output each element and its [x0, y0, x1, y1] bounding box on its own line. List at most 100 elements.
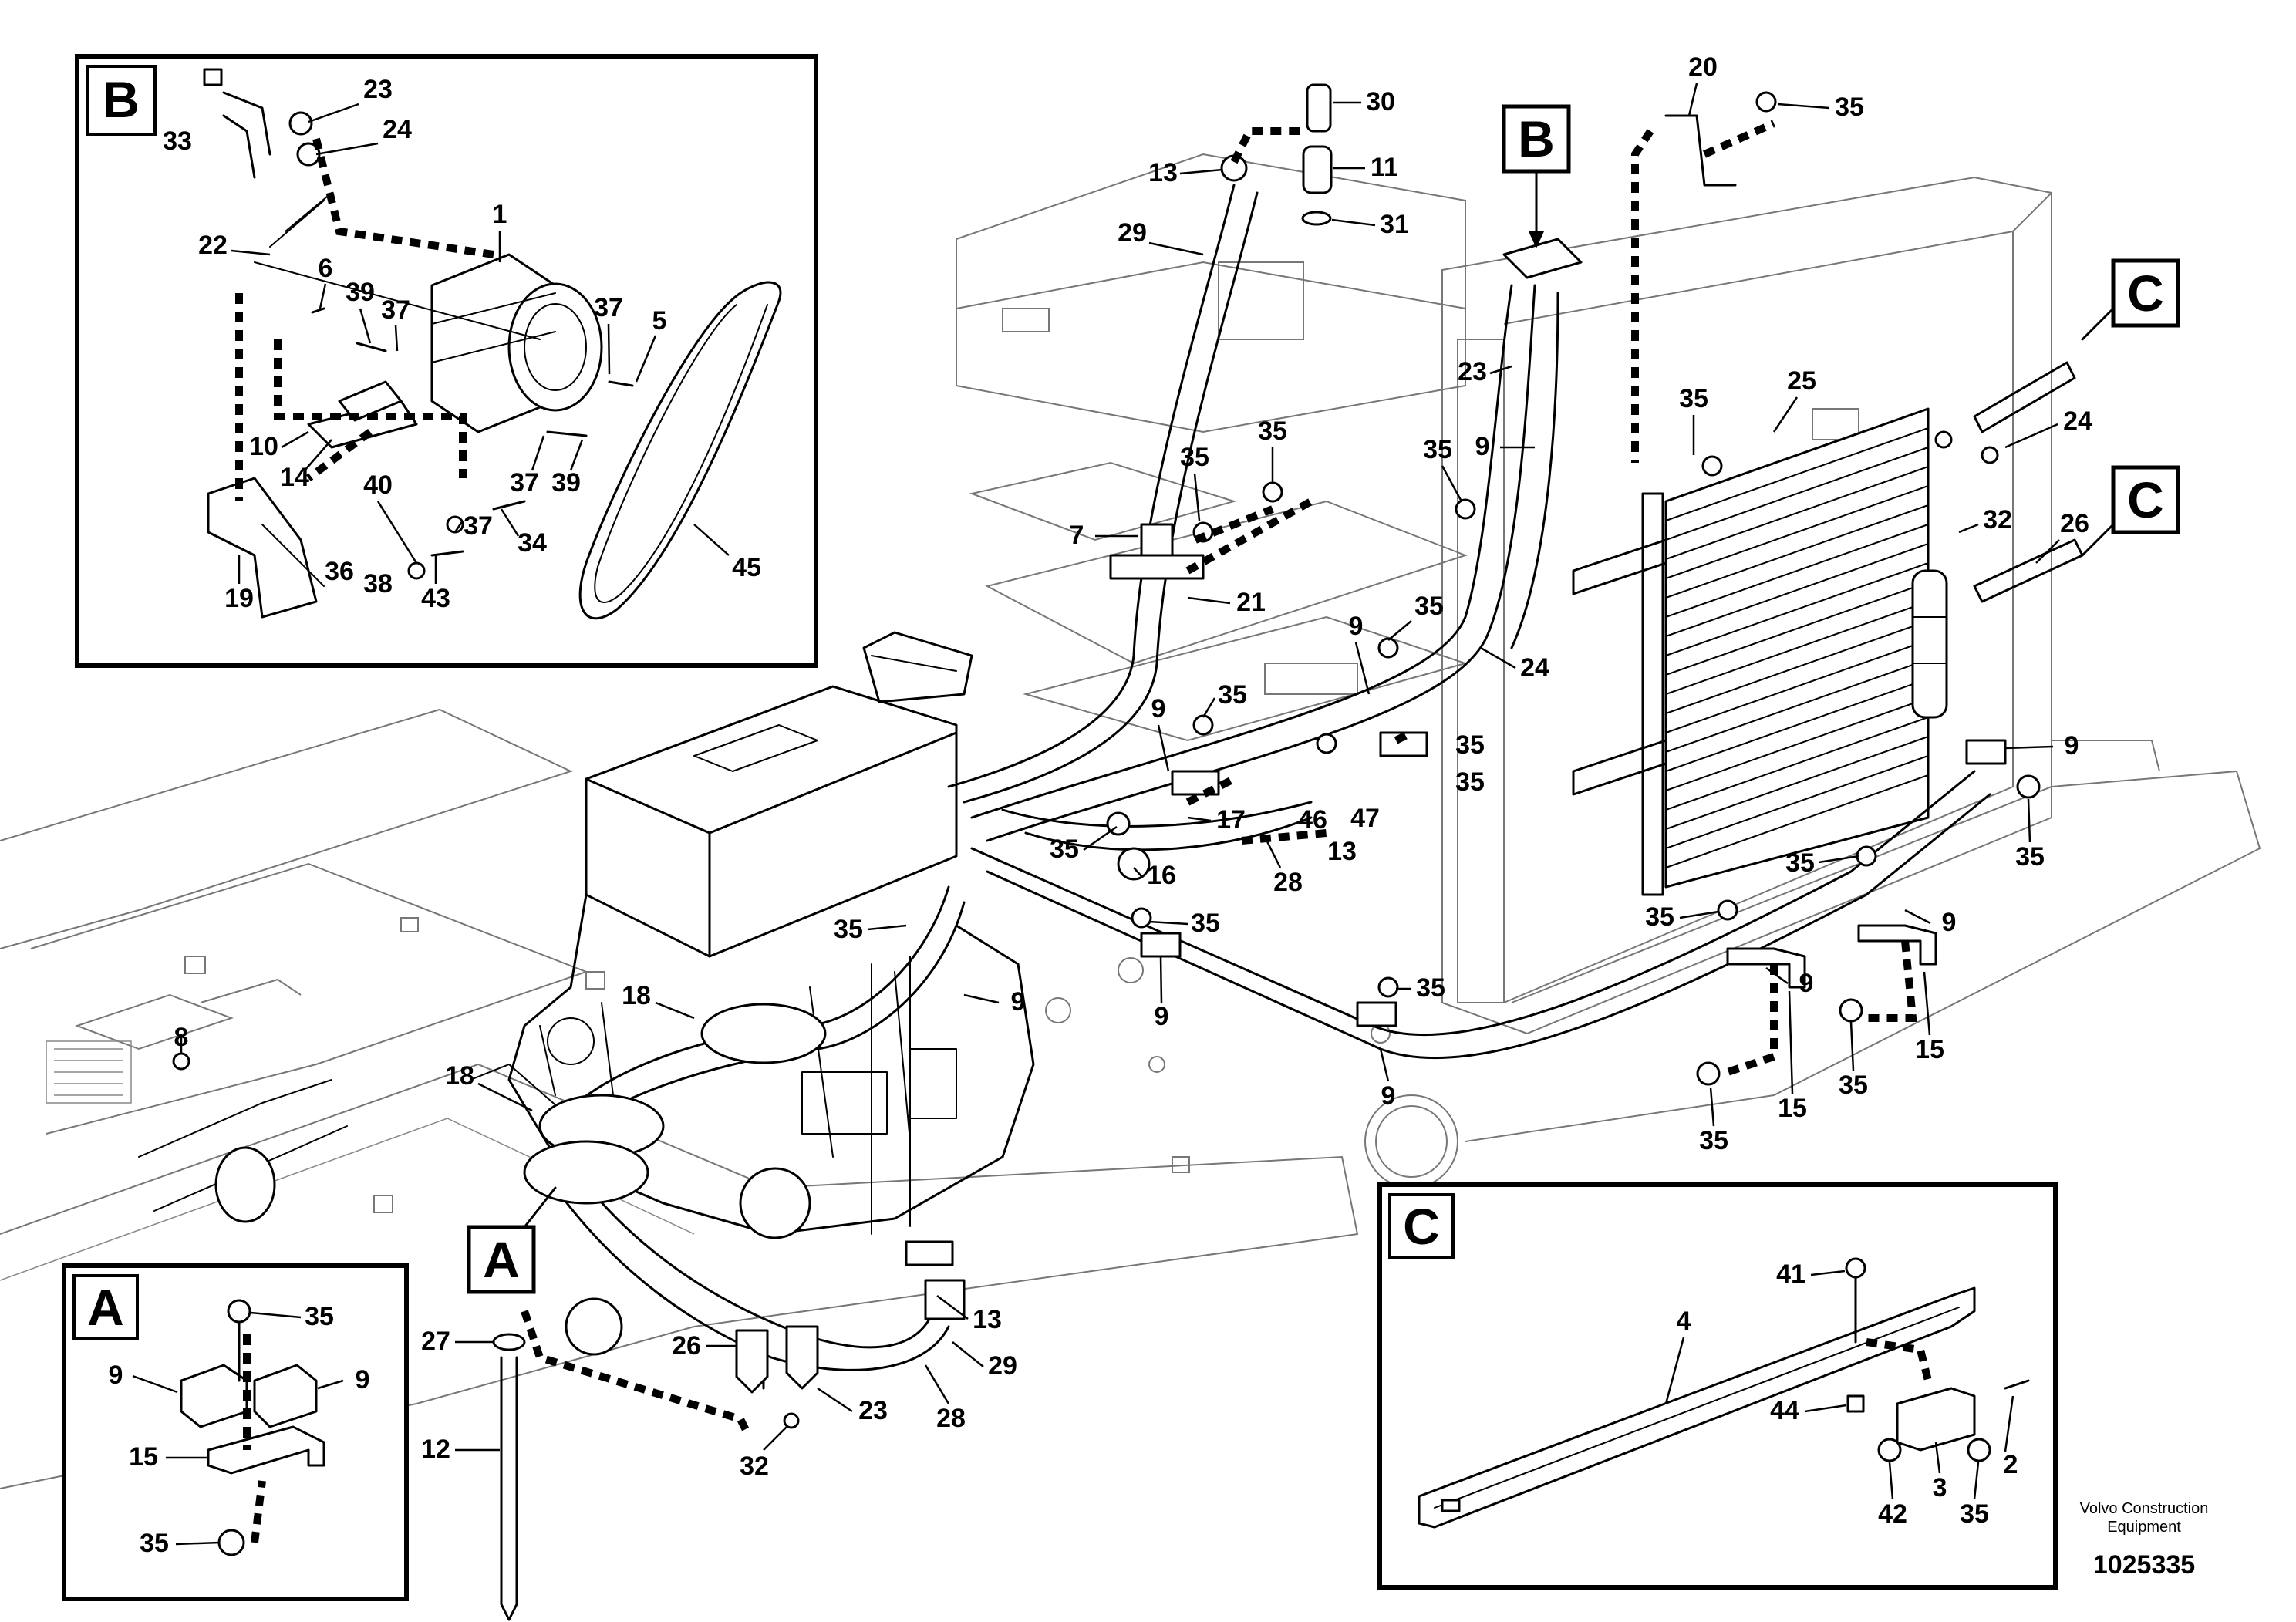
label-c41: 41 — [1776, 1259, 1805, 1289]
callout-c-upper: C — [2127, 265, 2164, 322]
dashed-leaders — [521, 120, 1917, 1437]
label-m35p: 35 — [1839, 1071, 1868, 1100]
label-m35l: 35 — [1191, 909, 1220, 938]
label-m35i: 35 — [1455, 767, 1485, 797]
label-m23b: 23 — [858, 1396, 888, 1425]
detail-box-a: A — [62, 1263, 409, 1601]
label-m9e: 9 — [1381, 1081, 1396, 1111]
label-m29a: 29 — [1118, 218, 1147, 248]
label-m27: 27 — [421, 1327, 450, 1356]
label-m9d: 9 — [1155, 1002, 1169, 1031]
label-b14: 14 — [280, 463, 309, 492]
document-number: 1025335 — [2093, 1550, 2195, 1580]
label-b1: 1 — [493, 200, 507, 229]
label-m21: 21 — [1236, 588, 1266, 617]
machine-frame — [0, 153, 2261, 1489]
label-c44: 44 — [1770, 1396, 1799, 1425]
label-b37b: 37 — [594, 293, 623, 322]
detail-box-b: B — [75, 54, 818, 668]
label-m9c: 9 — [1151, 694, 1166, 723]
label-m25: 25 — [1787, 366, 1816, 396]
label-b24: 24 — [383, 115, 412, 144]
callout-c-lower: C — [2127, 471, 2164, 528]
label-b37a: 37 — [381, 295, 410, 325]
callouts: B C C A — [467, 104, 2180, 1294]
label-m35a: 35 — [1835, 93, 1864, 122]
label-m35n: 35 — [1785, 848, 1815, 878]
label-m18b: 18 — [445, 1061, 474, 1091]
label-m35e: 35 — [1423, 435, 1452, 464]
label-a35a: 35 — [305, 1302, 334, 1331]
label-m9g: 9 — [1942, 908, 1957, 937]
label-b37d: 37 — [464, 511, 493, 541]
label-m18a: 18 — [622, 981, 651, 1010]
label-b6: 6 — [319, 254, 333, 283]
label-c4: 4 — [1677, 1307, 1691, 1336]
label-b5: 5 — [652, 306, 667, 336]
label-m32a: 32 — [1983, 505, 2012, 534]
label-m28a: 28 — [1273, 868, 1303, 897]
label-m35d: 35 — [1180, 443, 1209, 472]
label-b43: 43 — [421, 584, 450, 613]
label-m35j: 35 — [1050, 835, 1079, 864]
label-b19: 19 — [224, 584, 254, 613]
label-m16: 16 — [1147, 861, 1176, 890]
label-m13b: 13 — [1327, 837, 1357, 866]
label-m35m: 35 — [1416, 973, 1445, 1003]
label-b39b: 39 — [551, 468, 581, 497]
label-m9i: 9 — [2065, 731, 2079, 760]
label-m12: 12 — [421, 1435, 450, 1464]
label-b33: 33 — [163, 126, 192, 156]
label-b38: 38 — [363, 569, 393, 599]
label-m35b: 35 — [1679, 384, 1708, 413]
label-m7: 7 — [1070, 521, 1084, 550]
engine-block — [138, 631, 1035, 1356]
label-m24a: 24 — [2063, 406, 2092, 436]
detail-a-letter: A — [87, 1279, 124, 1336]
label-m13c: 13 — [973, 1305, 1002, 1334]
label-b10: 10 — [249, 432, 278, 461]
label-m35n2: 35 — [2015, 842, 2045, 872]
label-m26: 26 — [2060, 509, 2089, 538]
label-m35g: 35 — [1218, 680, 1247, 710]
label-m35k: 35 — [834, 915, 863, 944]
label-m35c: 35 — [1258, 416, 1287, 446]
label-m17b: 17 — [1216, 805, 1246, 835]
part-labels: 33 23 24 1 22 6 39 37 37 5 10 14 37 39 4… — [109, 52, 2092, 1558]
label-m35o: 35 — [1645, 902, 1674, 932]
label-a9b: 9 — [356, 1365, 370, 1394]
fasteners — [172, 83, 2041, 1621]
callout-b: B — [1518, 110, 1555, 167]
label-b34: 34 — [518, 528, 547, 558]
label-m15a: 15 — [1915, 1035, 1944, 1064]
label-b23: 23 — [363, 75, 393, 104]
label-b37c: 37 — [510, 468, 539, 497]
label-m9b: 9 — [1349, 612, 1364, 641]
label-m9h: 9 — [1799, 969, 1814, 998]
label-m30: 30 — [1366, 87, 1395, 116]
credit-line-2: Equipment — [2107, 1519, 2181, 1536]
label-m31: 31 — [1380, 210, 1409, 239]
hatch-pattern — [46, 1040, 132, 1104]
label-m47: 47 — [1350, 804, 1380, 833]
label-m35o2: 35 — [1699, 1126, 1728, 1155]
label-a15: 15 — [129, 1442, 158, 1472]
publisher-credit: Volvo Construction Equipment 1025335 — [2080, 1500, 2209, 1580]
label-b45: 45 — [732, 553, 761, 582]
label-m9f: 9 — [1011, 987, 1026, 1017]
detail-box-c: C — [1377, 1182, 2058, 1590]
label-m32b: 32 — [740, 1452, 769, 1481]
label-c3: 3 — [1933, 1473, 1947, 1502]
detail-c-letter: C — [1403, 1198, 1440, 1255]
label-c35: 35 — [1960, 1499, 1989, 1529]
credit-line-1: Volvo Construction — [2080, 1500, 2209, 1517]
label-a35b: 35 — [140, 1529, 169, 1558]
label-m13a: 13 — [1148, 158, 1178, 187]
label-c2: 2 — [2004, 1450, 2018, 1479]
label-b36: 36 — [325, 557, 354, 586]
label-m9a: 9 — [1475, 432, 1490, 461]
label-m24b: 24 — [1520, 653, 1549, 683]
condenser — [1572, 361, 2084, 896]
label-m29b: 29 — [988, 1351, 1017, 1381]
